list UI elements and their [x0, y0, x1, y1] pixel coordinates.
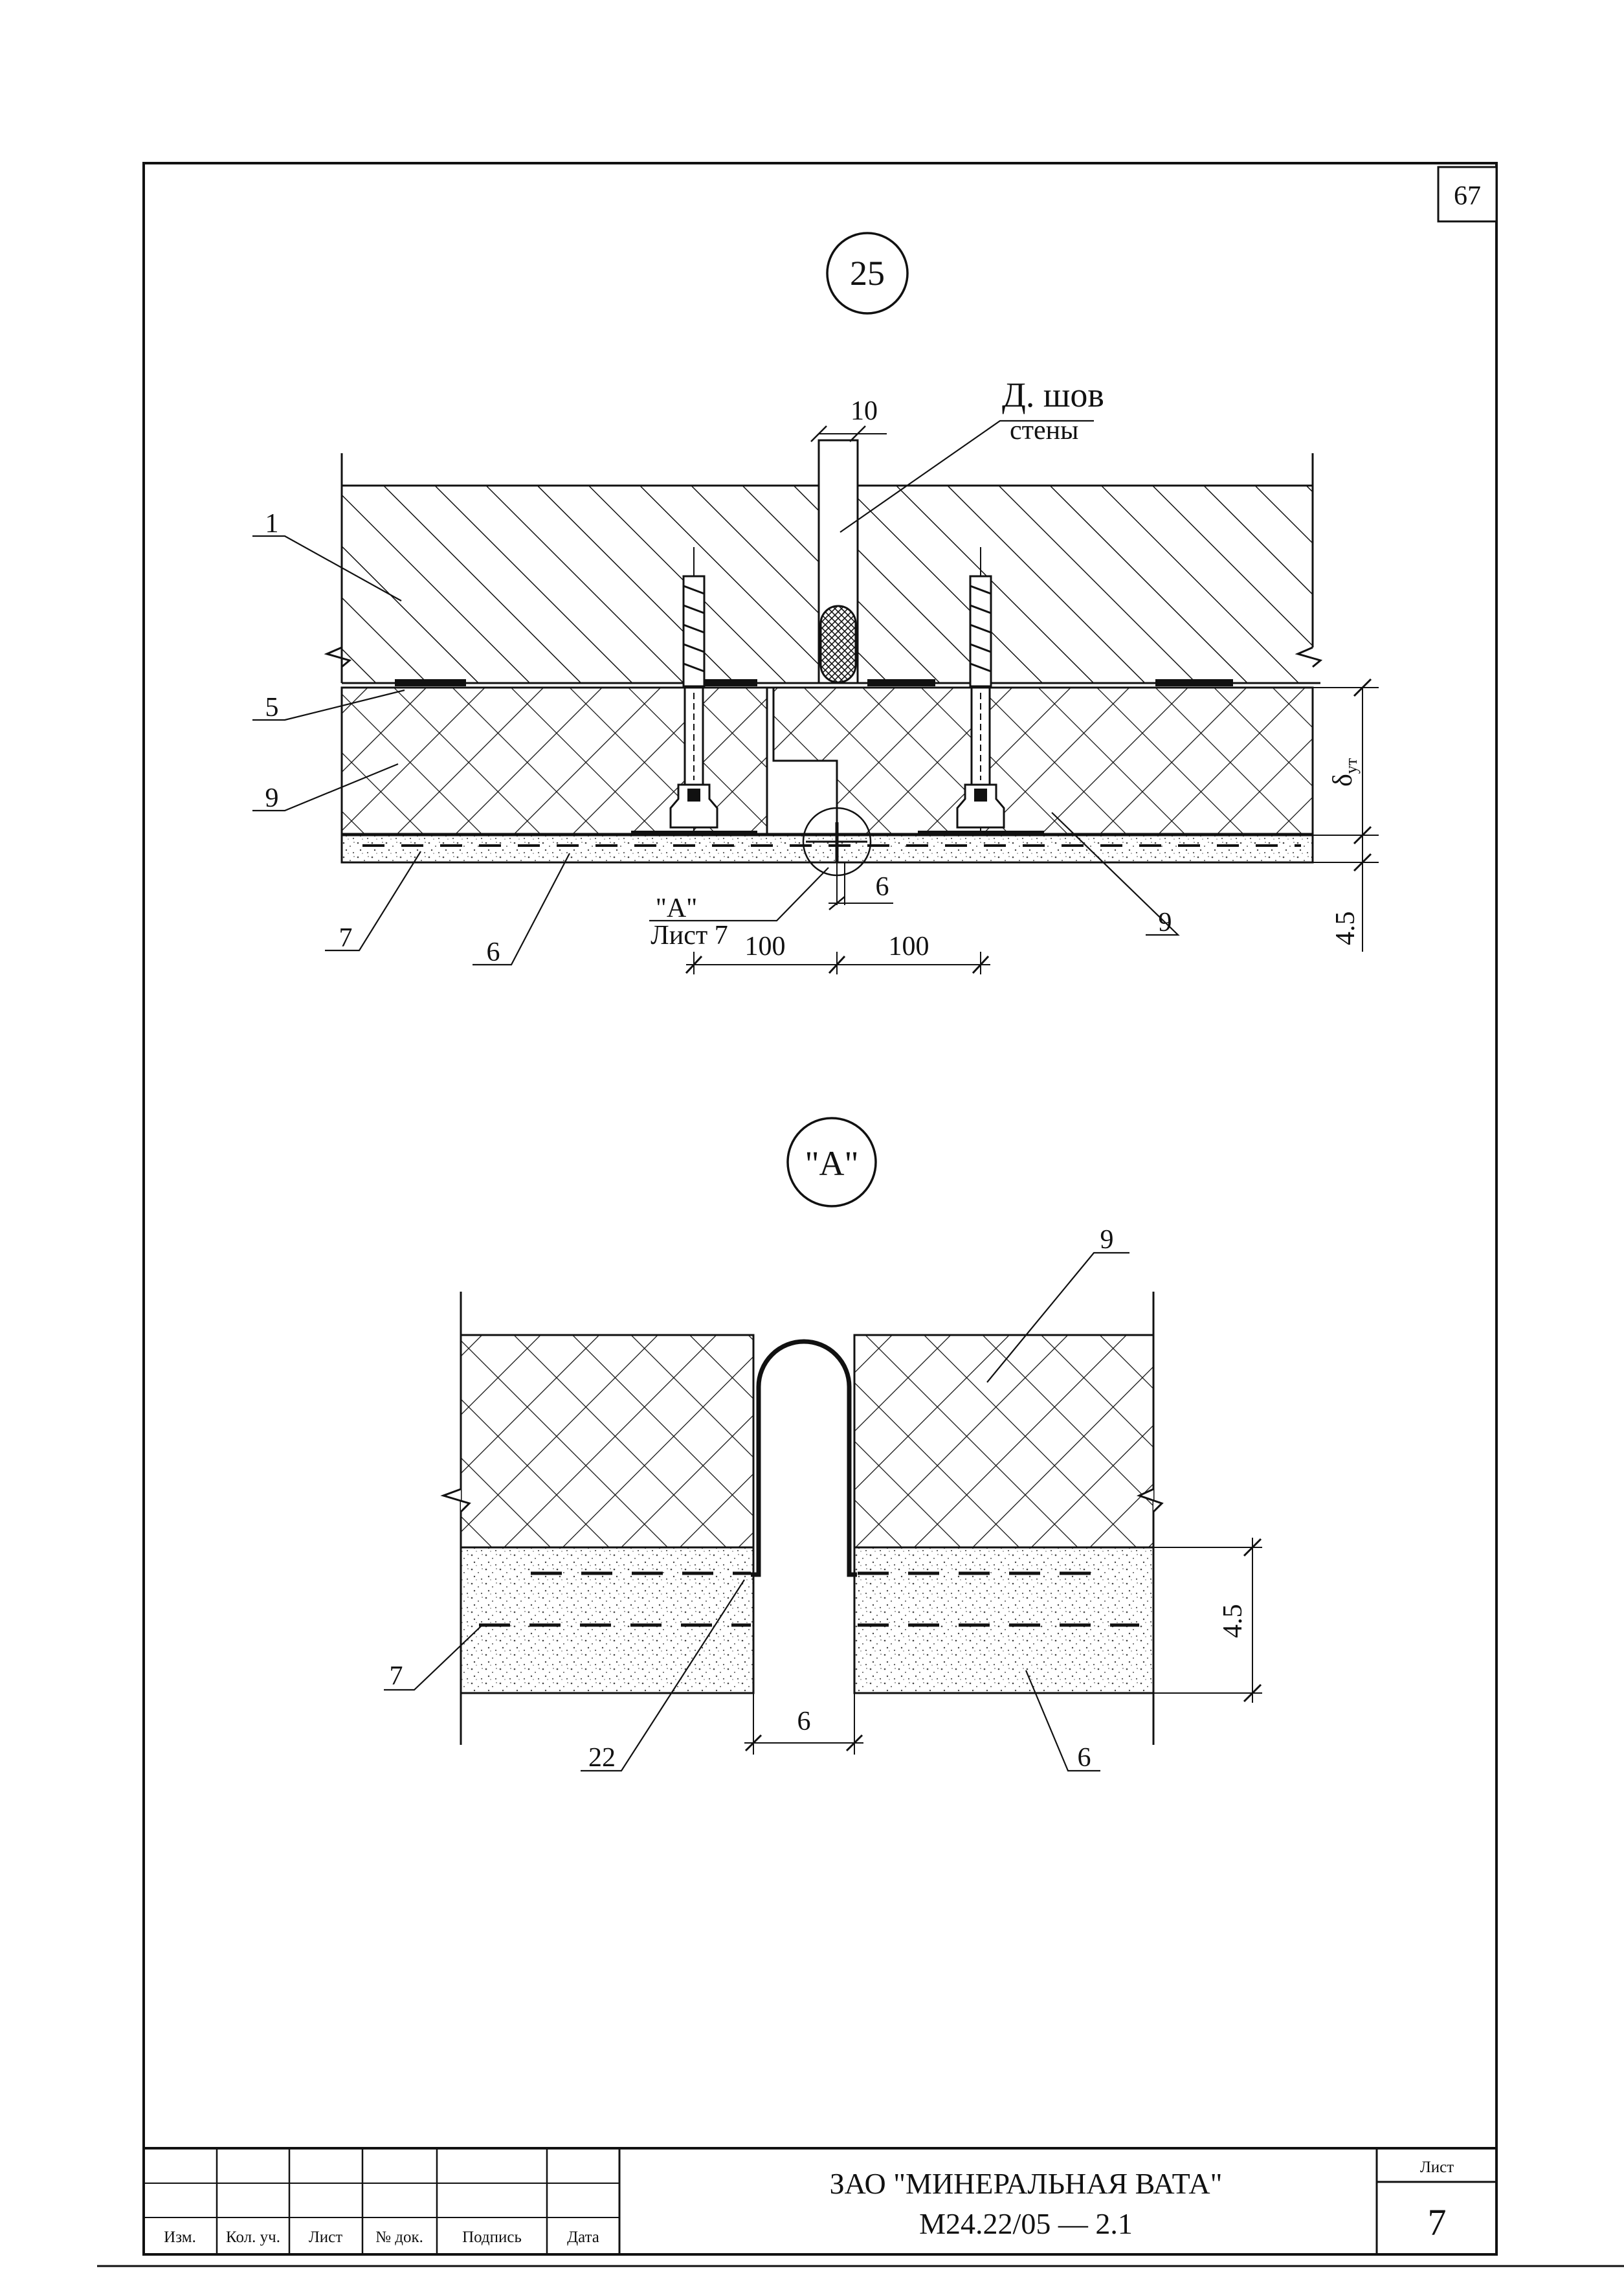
callout-1: 1 [265, 509, 279, 539]
gap-dimension [829, 896, 893, 910]
detail-a-marker [786, 1117, 877, 1207]
page-number-box [1437, 166, 1498, 223]
masonry-wall [324, 453, 1323, 684]
detail-a-plaster-label: 4.5 [1218, 1604, 1248, 1639]
gap-label: 6 [876, 872, 889, 902]
leader-lines-a [384, 1252, 1129, 1772]
joint-label-line1: Д. шов [1002, 376, 1104, 414]
sheet-number: 7 [1428, 2201, 1447, 2243]
tb-header-kol-uch: Кол. уч. [226, 2228, 280, 2246]
wall-expansion-joint [818, 439, 859, 684]
detail-a-insulation [440, 1292, 1164, 1549]
title-block [144, 2147, 1496, 2254]
callout-7: 7 [339, 923, 353, 953]
detail-25-label: 25 [850, 254, 885, 293]
detail-a-reference [802, 807, 872, 905]
sheet-label: Лист [1420, 2159, 1454, 2176]
tb-header-doc-no: № док. [375, 2228, 423, 2246]
reference-a-label: "А" [656, 893, 698, 923]
joint-width-dimension [810, 425, 887, 442]
detail-a-gap-label: 6 [797, 1707, 811, 1736]
detail-a-label: "А" [805, 1144, 858, 1183]
anchor-left [631, 547, 757, 835]
thickness-label: δут [1328, 758, 1361, 787]
thickness-dimension [1313, 678, 1379, 952]
detail-a-plaster-dimension [1153, 1538, 1262, 1703]
tb-header-date: Дата [567, 2228, 599, 2246]
callout-9-right: 9 [1159, 908, 1172, 937]
adhesive-strips [395, 679, 1233, 686]
insulation-layer [340, 686, 1314, 835]
tb-header-list: Лист [309, 2228, 342, 2246]
anchor-right [918, 547, 1044, 835]
detail-a-callout-6: 6 [1078, 1743, 1091, 1773]
callout-9-left: 9 [265, 783, 279, 813]
detail-a-callout-9: 9 [1100, 1225, 1114, 1255]
detail-a-callout-7: 7 [390, 1661, 403, 1691]
reference-sheet-label: Лист 7 [651, 921, 728, 950]
spacing-left-label: 100 [745, 932, 786, 961]
callout-6: 6 [487, 937, 500, 967]
detail-a-callout-22: 22 [588, 1743, 616, 1773]
joint-label-line2: стены [1010, 416, 1078, 445]
company-name: ЗАО "МИНЕРАЛЬНАЯ ВАТА" [830, 2167, 1223, 2200]
u-profile [751, 1339, 857, 1577]
plaster-thickness-label: 4.5 [1331, 912, 1361, 946]
detail-a-plaster [460, 1546, 1155, 1745]
detail-25-marker [826, 232, 909, 315]
leader-lines-25 [252, 420, 1180, 966]
spacing-dimension [685, 952, 990, 974]
document-code: М24.22/05 — 2.1 [919, 2207, 1133, 2240]
tb-header-izm: Изм. [164, 2228, 196, 2246]
spacing-right-label: 100 [889, 932, 929, 961]
drawing-frame [142, 162, 1498, 2256]
tb-header-signature: Подпись [462, 2228, 522, 2246]
callout-10: 10 [851, 396, 878, 426]
page-number: 67 [1454, 181, 1481, 211]
plaster-layer [340, 834, 1314, 864]
callout-5: 5 [265, 693, 279, 723]
detail-a-gap-dimension [744, 1693, 863, 1755]
